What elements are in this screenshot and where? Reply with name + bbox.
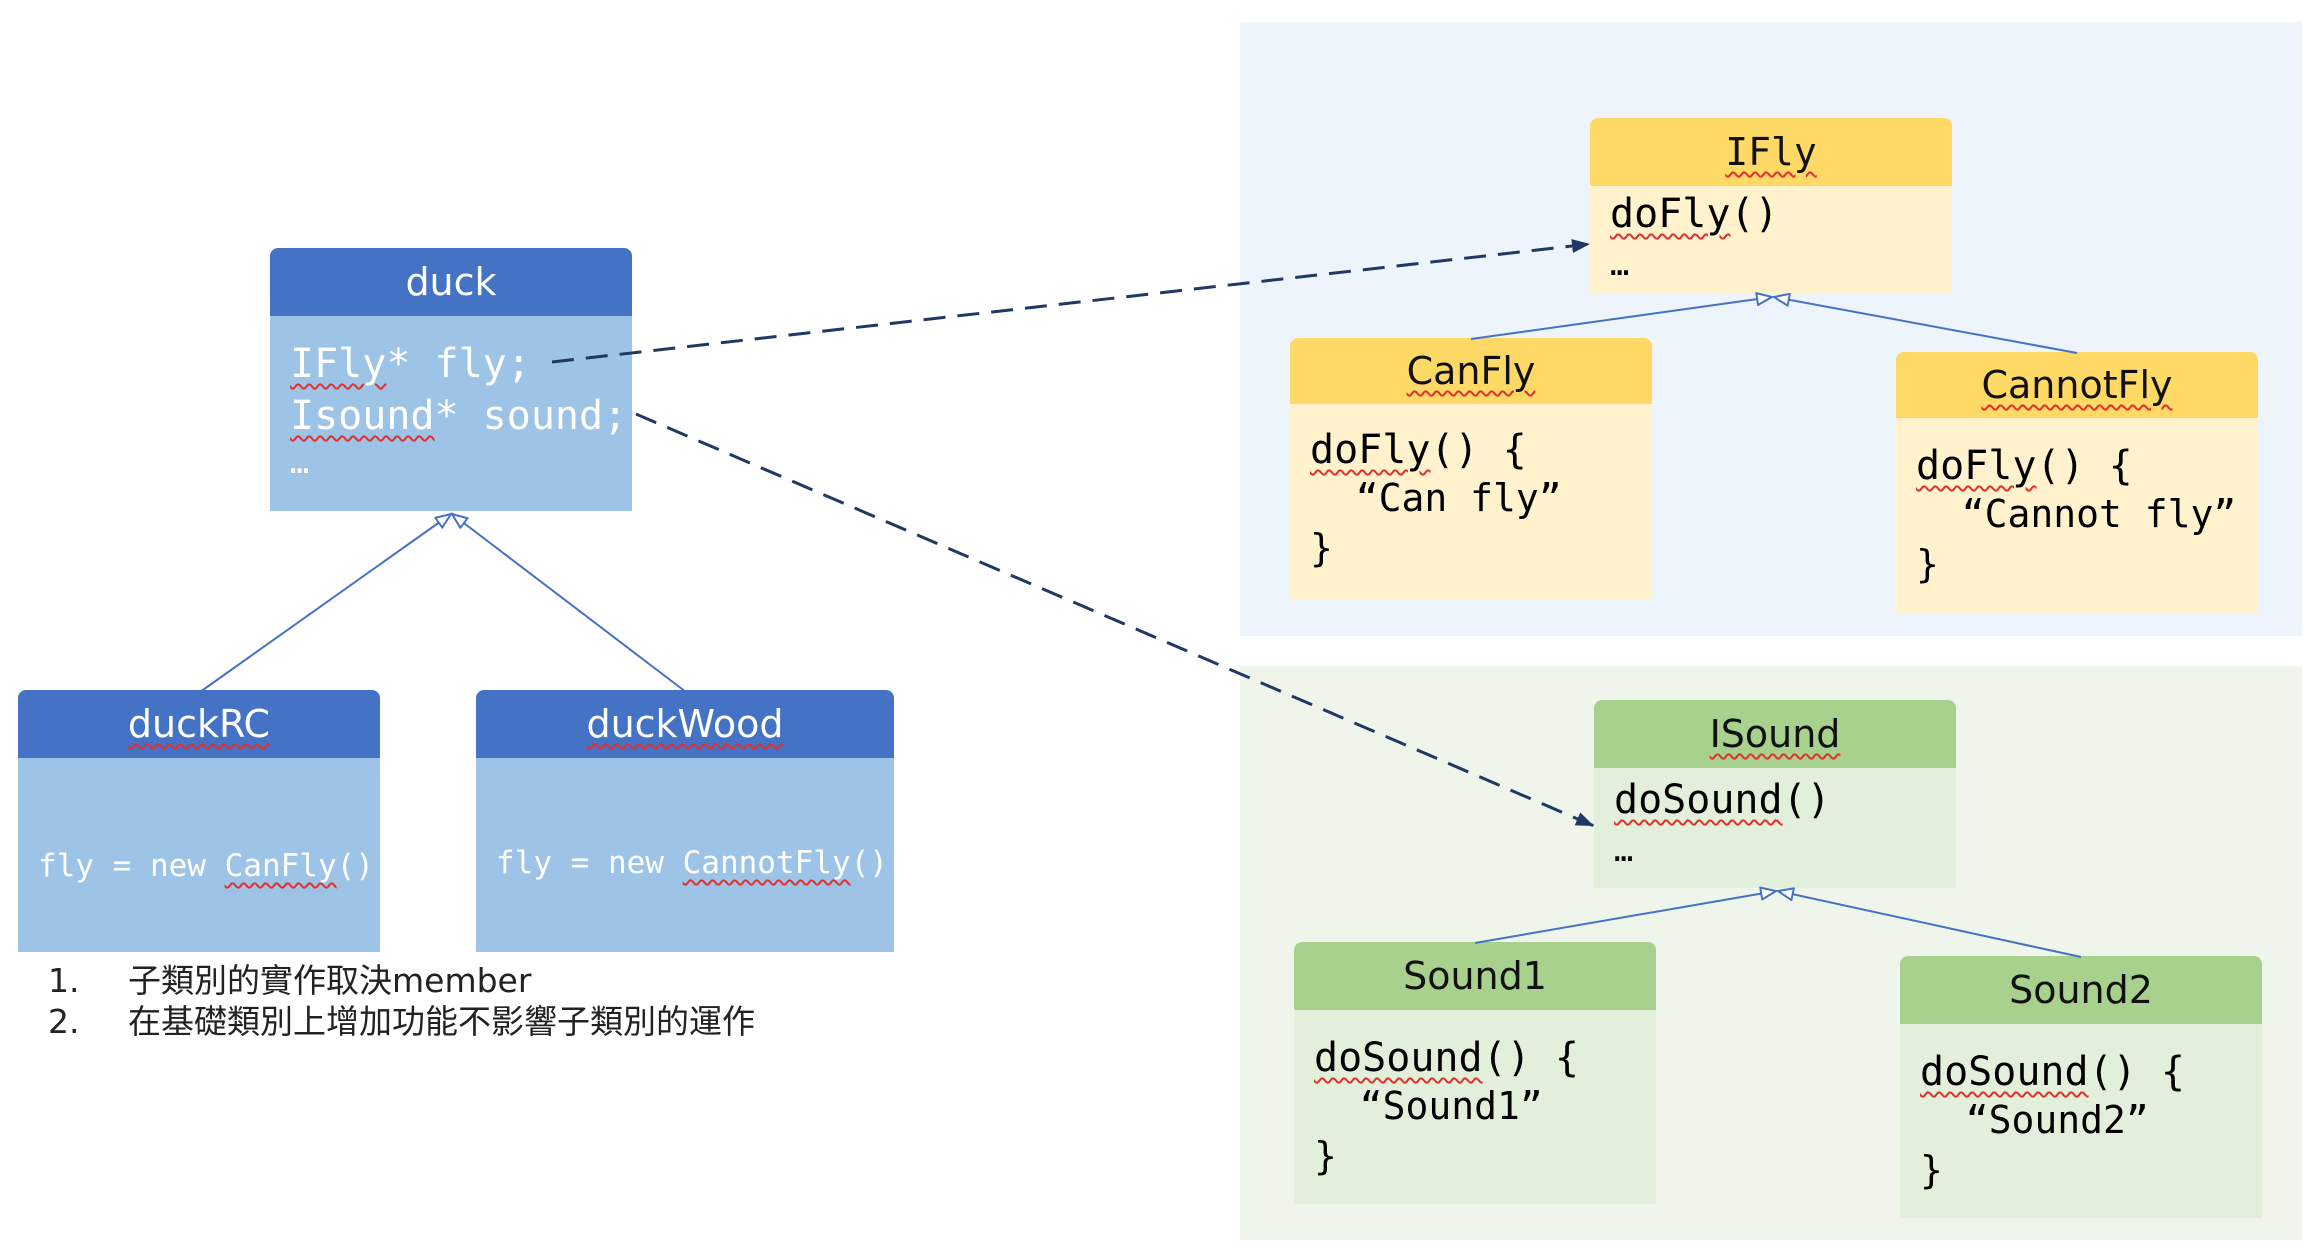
cannotfly-line1: doFly() { (1916, 440, 2133, 492)
duckrc-code-class: CanFly (224, 848, 337, 884)
duckwood-code: fly = new CannotFly() (496, 843, 888, 883)
ifly-more: … (1610, 245, 1630, 283)
duck-class-box[interactable]: duck IFly* fly; Isound* sound; … (270, 248, 632, 511)
sound1-method-name: doSound (1314, 1035, 1483, 1081)
inherit-edge-cannotfly-ifly (1774, 297, 2078, 354)
canfly-line3: } (1310, 526, 1333, 570)
notes-list: 1. 子類別的實作取決member 2. 在基礎類別上增加功能不影響子類別的運作 (48, 960, 755, 1042)
cannotfly-method-open: () { (2036, 443, 2133, 489)
sound1-class-title: Sound1 (1294, 942, 1656, 1010)
sound2-line3: } (1920, 1148, 1943, 1192)
note-1-text: 子類別的實作取決member (128, 961, 532, 1000)
ifly-interface-box[interactable]: IFly doFly() … (1590, 118, 1952, 294)
inherit-edge-sound1-isound (1474, 891, 1776, 944)
cannotfly-line3: } (1916, 542, 1939, 586)
sound1-line1: doSound() { (1314, 1032, 1579, 1084)
duck-field-fly-type: IFly (290, 341, 387, 387)
ifly-method: doFly() (1610, 188, 1779, 240)
duck-field-sound-rest: * sound; (434, 393, 628, 439)
inherit-edge-sound2-isound (1778, 891, 2082, 958)
sound2-line1: doSound() { (1920, 1046, 2185, 1098)
inherit-edge-duckrc-duck (199, 514, 451, 693)
duckwood-code-class: CannotFly (682, 845, 851, 881)
note-1-number: 1. (48, 961, 80, 1000)
inherit-edge-duckwood-duck (452, 514, 687, 693)
inherit-edge-canfly-ifly (1470, 297, 1772, 340)
canfly-line2: “Can fly” (1310, 476, 1562, 520)
association-sound-isound (635, 412, 1595, 828)
sound2-class-title: Sound2 (1900, 956, 2262, 1024)
duckwood-code-post: () (850, 845, 888, 881)
duck-field-sound: Isound* sound; (290, 390, 627, 442)
isound-more: … (1614, 831, 1634, 869)
cannotfly-class-box[interactable]: CannotFly doFly() { “Cannot fly” } (1896, 352, 2258, 614)
sound2-class-box[interactable]: Sound2 doSound() { “Sound2” } (1900, 956, 2262, 1218)
canfly-line1: doFly() { (1310, 424, 1527, 476)
duckrc-code-post: () (336, 848, 374, 884)
duck-field-more: … (290, 443, 310, 481)
duck-field-fly-rest: * fly; (386, 341, 531, 387)
sound2-method-open: () { (2088, 1049, 2185, 1095)
duckwood-class-box[interactable]: duckWood fly = new CannotFly() (476, 690, 894, 952)
sound1-line2: “Sound1” (1314, 1084, 1543, 1128)
cannotfly-method-name: doFly (1916, 443, 2037, 489)
duckrc-class-box[interactable]: duckRC fly = new CanFly() (18, 690, 380, 952)
cannotfly-class-title: CannotFly (1981, 363, 2173, 407)
ifly-method-suffix: () (1730, 191, 1779, 237)
sound1-method-open: () { (1482, 1035, 1579, 1081)
duckwood-code-pre: fly = new (496, 845, 683, 881)
association-fly-ifly (551, 239, 1591, 364)
sound2-line2: “Sound2” (1920, 1098, 2149, 1142)
duckrc-code-pre: fly = new (38, 848, 225, 884)
duck-class-title: duck (270, 248, 632, 316)
note-item-1: 1. 子類別的實作取決member (48, 960, 755, 1001)
duckwood-class-title: duckWood (586, 702, 784, 746)
duck-field-fly: IFly* fly; (290, 338, 531, 390)
canfly-method-name: doFly (1310, 427, 1431, 473)
cannotfly-line2: “Cannot fly” (1916, 492, 2237, 536)
duck-field-sound-type: Isound (290, 393, 435, 439)
isound-interface-title: ISound (1709, 712, 1841, 756)
isound-method-suffix: () (1782, 777, 1831, 823)
note-2-text: 在基礎類別上增加功能不影響子類別的運作 (128, 1002, 755, 1041)
sound1-class-box[interactable]: Sound1 doSound() { “Sound1” } (1294, 942, 1656, 1204)
isound-method: doSound() (1614, 774, 1831, 826)
duckrc-code: fly = new CanFly() (38, 846, 374, 886)
canfly-class-title: CanFly (1406, 349, 1536, 393)
canfly-method-open: () { (1430, 427, 1527, 473)
canfly-class-box[interactable]: CanFly doFly() { “Can fly” } (1290, 338, 1652, 600)
isound-interface-box[interactable]: ISound doSound() … (1594, 700, 1956, 888)
duckrc-class-title: duckRC (127, 702, 271, 746)
note-2-number: 2. (48, 1002, 80, 1041)
note-item-2: 2. 在基礎類別上增加功能不影響子類別的運作 (48, 1001, 755, 1042)
sound2-method-name: doSound (1920, 1049, 2089, 1095)
isound-method-name: doSound (1614, 777, 1783, 823)
ifly-interface-title: IFly (1725, 130, 1817, 174)
ifly-method-name: doFly (1610, 191, 1731, 237)
sound1-line3: } (1314, 1134, 1337, 1178)
